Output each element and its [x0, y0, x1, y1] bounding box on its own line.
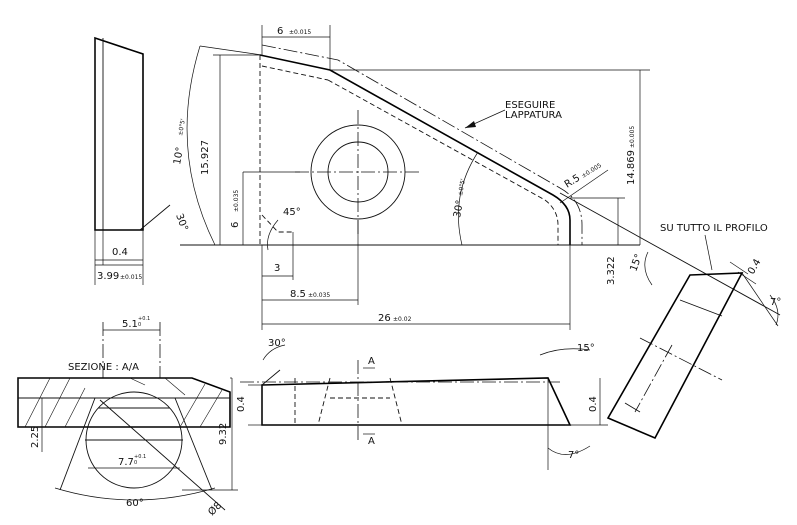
- note-profile: SU TUTTO IL PROFILO: [660, 223, 768, 234]
- main-profile-view: 6 ±0.015 10° ±0°5' 15.927 6 ±0.035 45° 3…: [172, 25, 781, 330]
- sec-dim-7-7-tol-dn: 0: [134, 460, 137, 466]
- dim-8-5: 8.5: [290, 289, 306, 300]
- sec-dim-5-1-tol-dn: 0: [138, 322, 141, 328]
- dim-14-869: 14.869: [626, 150, 637, 185]
- side-dim-0-4: 0.4: [112, 247, 128, 258]
- sec-mark-a-bot: A: [368, 436, 375, 447]
- dim-r5-tol: ±0.005: [580, 162, 603, 180]
- dim-14-869-tol: ±0.005: [629, 126, 636, 148]
- dim-26: 26: [378, 313, 391, 324]
- dim-30deg-inner: 30°: [452, 199, 466, 218]
- dim-10deg: 10°: [172, 146, 186, 165]
- dim-3-322: 3.322: [606, 256, 617, 285]
- dim-15-927: 15.927: [200, 140, 211, 175]
- front-view: A A 30° 0.4 15° 0.4 7°: [236, 338, 608, 470]
- sec-dim-dia8: Ø8: [206, 500, 225, 519]
- note-lap-line2: LAPPATURA: [505, 110, 562, 121]
- dim-0-4-right: 0.4: [746, 257, 763, 276]
- dim-8-5-tol: ±0.035: [308, 292, 330, 299]
- side-dim-30deg: 30°: [173, 212, 189, 232]
- front-dim-0-4-right: 0.4: [588, 396, 599, 412]
- front-dim-30deg: 30°: [268, 338, 286, 349]
- side-view: 0.4 30° 3.99 ±0.015: [94, 36, 190, 285]
- sec-dim-60deg: 60°: [126, 498, 144, 509]
- sec-dim-2-25: 2.25: [30, 426, 41, 448]
- sec-dim-9-32: 9.32: [218, 423, 229, 445]
- front-dim-7deg: 7°: [568, 450, 579, 461]
- dim-45deg: 45°: [283, 207, 301, 218]
- dim-7deg-right: 7°: [770, 297, 781, 308]
- front-dim-15deg: 15°: [577, 343, 595, 354]
- section-label: SEZIONE : A/A: [68, 362, 139, 373]
- section-view: 5.1 +0.1 0 SEZIONE : A/A 7.7 +0.1 0 60° …: [17, 316, 238, 519]
- dim-6-top: 6: [277, 26, 283, 37]
- dim-6-top-tol: ±0.015: [289, 29, 311, 36]
- sec-dim-5-1-tol-up: +0.1: [138, 316, 150, 322]
- dim-6-left: 6: [230, 222, 241, 228]
- dim-r5: R.5: [563, 173, 583, 191]
- dim-26-tol: ±0.02: [393, 316, 412, 323]
- detail-view: SU TUTTO IL PROFILO 15° 0.4 7°: [606, 223, 781, 440]
- sec-mark-a-top: A: [368, 356, 375, 367]
- sec-dim-7-7-tol-up: +0.1: [134, 454, 146, 460]
- note-lap-line1: ESEGUIRE: [505, 100, 555, 111]
- sec-dim-7-7: 7.7: [118, 457, 134, 468]
- dim-15deg-right: 15°: [628, 253, 644, 273]
- side-dim-3-99: 3.99: [97, 271, 119, 282]
- side-dim-3-99-tol: ±0.015: [120, 274, 142, 281]
- dim-6-left-tol: ±0.035: [233, 190, 240, 212]
- front-dim-0-4-left: 0.4: [236, 396, 247, 412]
- dim-10deg-tol: ±0°5': [177, 118, 187, 137]
- dim-30deg-inner-tol: ±0°5': [457, 178, 467, 197]
- sec-dim-5-1: 5.1: [122, 319, 138, 330]
- dim-3: 3: [274, 263, 280, 274]
